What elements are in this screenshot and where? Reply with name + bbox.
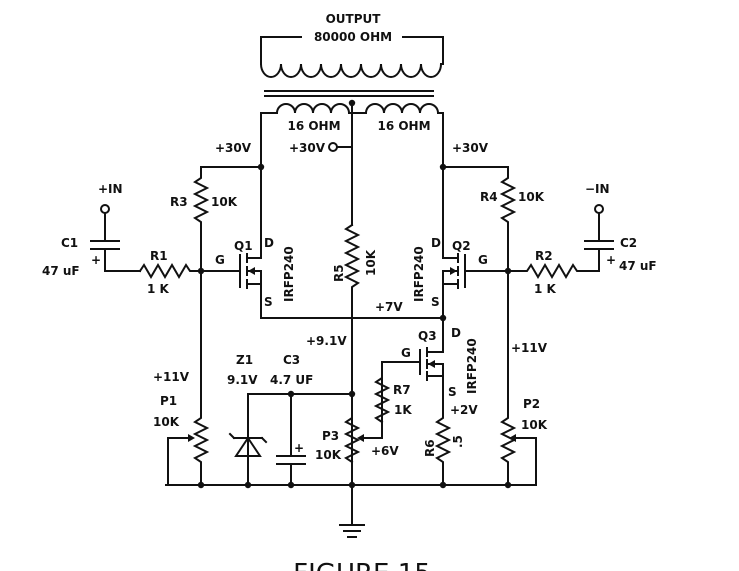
resistor-r3 (192, 166, 210, 272)
left-winding-label: 16 OHM (287, 119, 340, 133)
mosfet-q1 (230, 249, 262, 293)
source-node-voltage: +7V (375, 300, 403, 314)
q2-source: S (431, 295, 440, 309)
center-supply-terminal (328, 142, 338, 152)
r3-value: 10K (211, 195, 238, 209)
p3-wiper-voltage: +6V (371, 444, 399, 458)
c1-value: 47 uF (42, 264, 80, 278)
c3-value: 4.7 UF (270, 373, 313, 387)
q3-gate: G (401, 346, 411, 360)
r7-ref: R7 (393, 383, 411, 397)
figure-caption: FIGURE 15 (293, 559, 431, 571)
zener-z1 (228, 432, 268, 457)
primary-right-winding (364, 103, 440, 115)
z1-c3-top-wire (247, 393, 353, 486)
z1-ref: Z1 (236, 353, 253, 367)
r6-ref: R6 (423, 439, 437, 457)
potentiometer-p1 (167, 270, 210, 486)
q3-source: S (448, 385, 457, 399)
center-supply-label: +30V (289, 141, 326, 155)
zener-node-voltage: +9.1V (306, 334, 347, 348)
secondary-winding (259, 62, 444, 78)
c3-ref: C3 (283, 353, 300, 367)
r6-value: .5 (451, 435, 465, 448)
output-impedance: 80000 OHM (314, 30, 392, 44)
left-bias-voltage: +11V (153, 370, 190, 384)
c1-plus: + (91, 253, 101, 267)
mosfet-q3 (419, 344, 444, 401)
minus-input-terminal (594, 204, 604, 214)
r2-ref: R2 (535, 249, 553, 263)
q3-drain: D (451, 326, 461, 340)
p3-value: 10K (315, 448, 342, 462)
r4-value: 10K (518, 190, 545, 204)
p2-value: 10K (521, 418, 548, 432)
resistor-r1 (138, 263, 232, 279)
plus-input-terminal (100, 204, 110, 214)
p1-ref: P1 (160, 394, 177, 408)
secondary-leads (260, 54, 444, 65)
c2-value: 47 uF (619, 259, 657, 273)
r7-value: 1K (394, 403, 412, 417)
q1-drain: D (264, 236, 274, 250)
plus-input-label: +IN (98, 182, 123, 196)
right-bias-voltage: +11V (511, 341, 548, 355)
right-supply-label: +30V (452, 141, 489, 155)
c2-plus: + (606, 253, 616, 267)
drain-verticals (260, 166, 444, 251)
r5-ref: R5 (332, 264, 346, 282)
left-supply-label: +30V (215, 141, 252, 155)
q3-part: IRFP240 (465, 338, 479, 394)
resistor-r5 (343, 223, 361, 301)
q2-part: IRFP240 (412, 246, 426, 302)
ground-icon (339, 524, 365, 538)
capacitor-c3 (276, 393, 306, 486)
r4-ref: R4 (480, 190, 498, 204)
r5-value: 10K (364, 249, 378, 276)
source-bus (260, 291, 444, 346)
q2-drain: D (431, 236, 441, 250)
r1-ref: R1 (150, 249, 168, 263)
output-bracket (260, 36, 444, 56)
q1-gate: G (215, 253, 225, 267)
right-winding-label: 16 OHM (377, 119, 430, 133)
capacitor-c1 (90, 212, 141, 272)
q3-ref: Q3 (418, 329, 437, 343)
resistor-r7 (373, 361, 421, 424)
resistor-r2 (507, 263, 600, 279)
r3-ref: R3 (170, 195, 188, 209)
q2-gate: G (478, 253, 488, 267)
p3-ref: P3 (322, 429, 339, 443)
resistor-r4 (499, 166, 517, 272)
r2-value: 1 K (534, 282, 557, 296)
q1-part: IRFP240 (282, 246, 296, 302)
drain-rails (260, 112, 444, 168)
capacitor-c2 (584, 212, 614, 272)
q2-ref: Q2 (452, 239, 471, 253)
p2-ref: P2 (523, 397, 540, 411)
potentiometer-p2 (499, 270, 537, 486)
c1-ref: C1 (61, 236, 78, 250)
q1-source: S (264, 295, 273, 309)
c2-ref: C2 (620, 236, 637, 250)
minus-input-label: −IN (585, 182, 610, 196)
q3-source-voltage: +2V (450, 403, 478, 417)
r1-value: 1 K (147, 282, 170, 296)
c3-plus: + (294, 441, 304, 455)
resistor-r6 (434, 399, 452, 486)
p1-value: 10K (153, 415, 180, 429)
z1-value: 9.1V (227, 373, 258, 387)
output-title: OUTPUT (326, 12, 382, 26)
primary-left-winding (275, 103, 351, 115)
mosfet-q2 (442, 249, 475, 293)
q1-ref: Q1 (234, 239, 253, 253)
